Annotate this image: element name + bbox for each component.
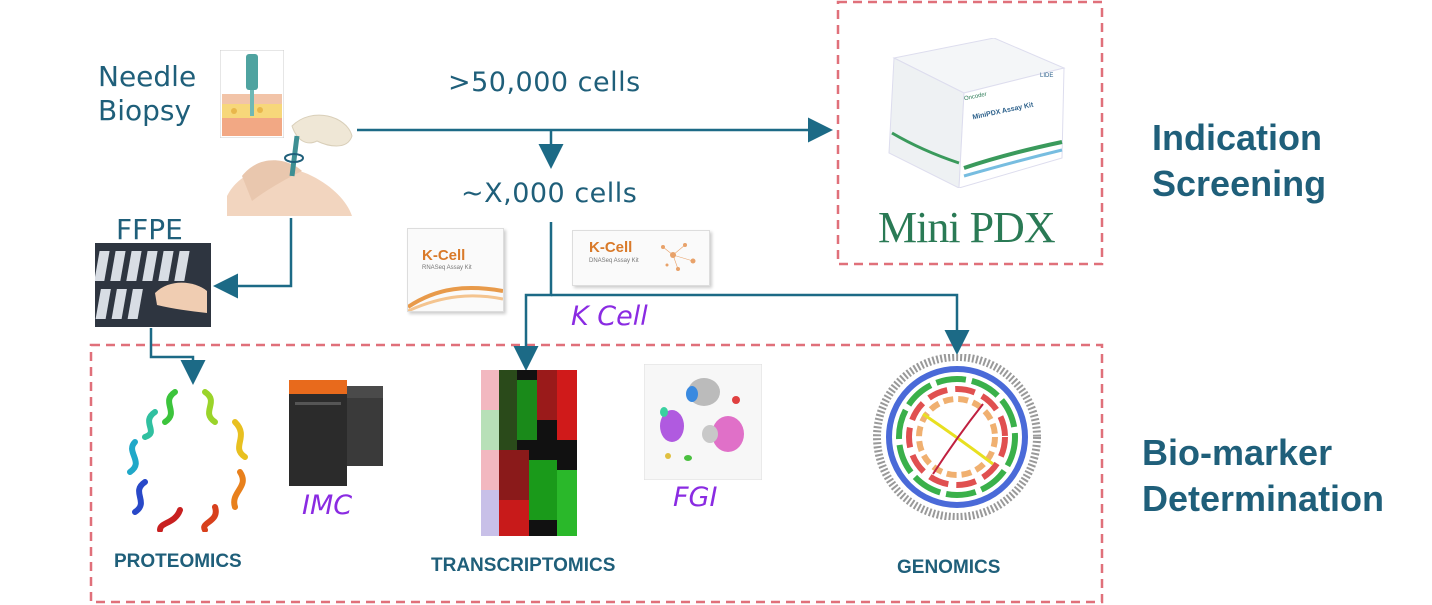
arrow-to-proteomics <box>149 328 206 385</box>
kcell-kit-2-sub: DNASeq Assay Kit <box>589 258 639 264</box>
ffpe-label: FFPE <box>116 213 183 246</box>
minipdx-logo: Mini PDX <box>878 203 1056 252</box>
biomarker-dashed-box <box>89 343 1104 604</box>
k-cell-branch <box>513 222 553 371</box>
ffpe-slides-image <box>95 243 211 327</box>
minipdx-kit-box <box>888 38 1066 188</box>
cells-50k-label: >50,000 cells <box>448 67 641 98</box>
indication-dashed-box <box>836 0 1104 266</box>
needle-skin-icon <box>220 50 284 138</box>
proteomics-label: PROTEOMICS <box>114 551 242 572</box>
minipdx-box-brand: LIDE <box>1040 73 1054 79</box>
kcell-kit-1-title: K-Cell <box>422 247 466 264</box>
arrow-to-ffpe <box>213 218 293 299</box>
fgi-label: FGI <box>673 482 718 513</box>
indication-screening-label: Indication Screening <box>1152 117 1327 204</box>
kcell-kit-1-sub: RNASeq Assay Kit <box>422 265 472 271</box>
kcell-kit-box-1: K-Cell RNASeq Assay Kit <box>407 228 504 312</box>
biomarker-determination-label: Bio-marker Determination <box>1142 432 1385 519</box>
protein-structure-image <box>127 389 248 532</box>
k-cell-label: K Cell <box>571 301 648 332</box>
needle-biopsy-label: Needle Biopsy <box>98 60 197 127</box>
fgi-cluster-image <box>644 364 762 480</box>
circos-plot-image <box>873 354 1041 520</box>
genomics-label: GENOMICS <box>897 557 1001 578</box>
heatmap-image <box>481 370 577 536</box>
kcell-kit-box-2: K-Cell DNASeq Assay Kit <box>572 230 710 286</box>
genomics-branch <box>551 293 970 355</box>
imc-label: IMC <box>302 490 353 521</box>
kcell-kit-2-title: K-Cell <box>589 239 633 256</box>
hand-biopsy-image <box>227 114 353 216</box>
imc-machine-image <box>289 380 383 486</box>
transcriptomics-label: TRANSCRIPTOMICS <box>431 555 616 576</box>
cells-x-label: ~X,000 cells <box>461 178 638 209</box>
